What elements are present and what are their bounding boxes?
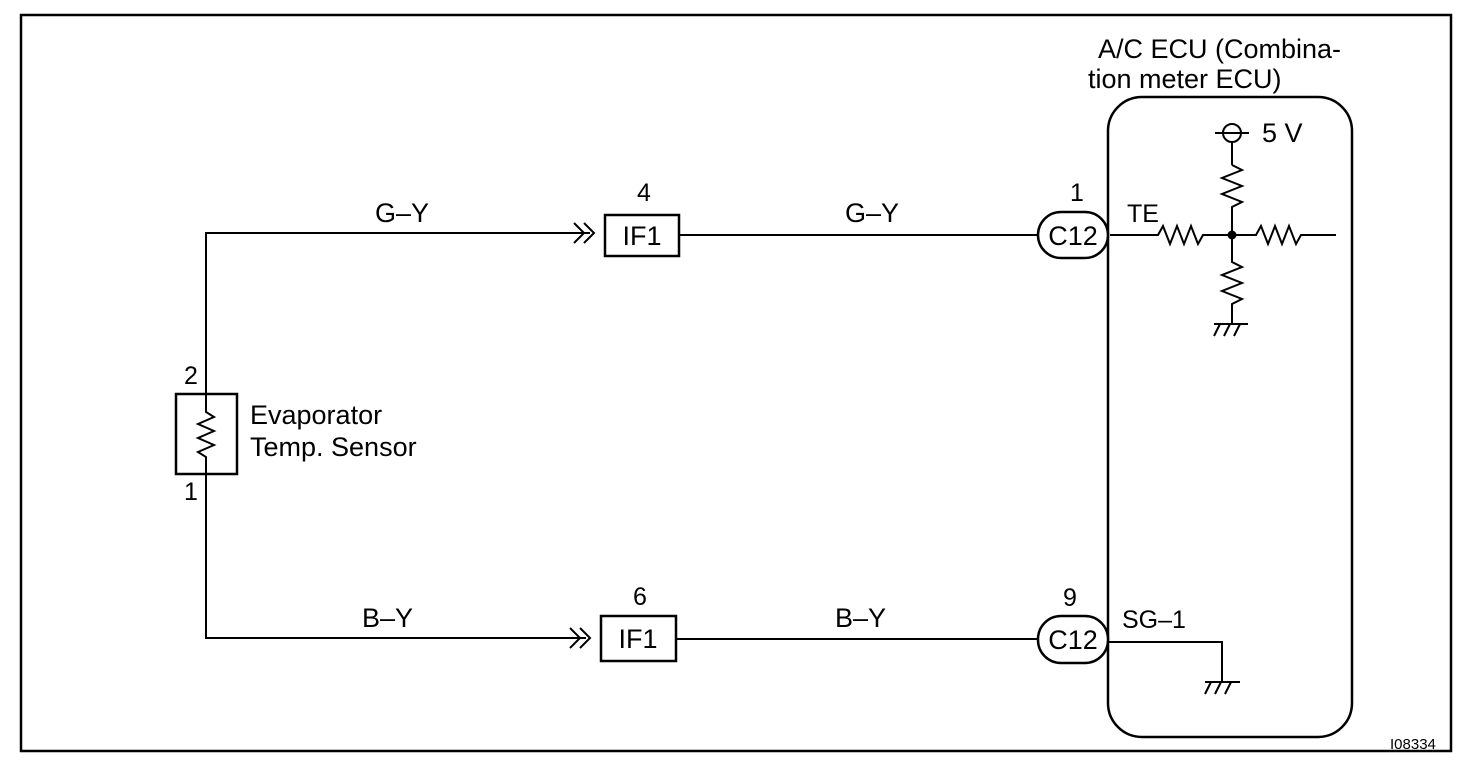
c12-upper-label: C12 [1048, 221, 1098, 251]
sensor-pin-top: 2 [184, 362, 198, 390]
pullup-resistor [1219, 164, 1245, 235]
sensor-resistor [195, 394, 217, 474]
if1-lower-label: IF1 [618, 624, 657, 654]
if1-upper-label: IF1 [622, 221, 661, 251]
wire-upper-left-label: G–Y [375, 198, 429, 228]
wire-upper-right-label: G–Y [845, 198, 899, 228]
c12-upper-pin: 1 [1070, 179, 1084, 207]
pulldown-resistor [1219, 235, 1245, 324]
sensor-label-line1: Evaporator [250, 400, 382, 430]
sensor-label-line2: Temp. Sensor [250, 432, 417, 462]
c12-upper-box [1036, 210, 1110, 260]
sg1-line [1108, 641, 1223, 682]
wire-lower-left-label: B–Y [362, 603, 413, 633]
sensor-pin-bottom: 1 [184, 478, 198, 506]
upper-connector-arrow [573, 222, 596, 244]
if1-upper-box [603, 213, 681, 258]
terminal-te-label: TE [1127, 200, 1159, 228]
if1-lower-box [599, 614, 678, 663]
ecu-title-line1: A/C ECU (Combina- [1098, 34, 1341, 64]
te-line [1110, 223, 1232, 247]
upper-wire-left [205, 232, 590, 394]
diagram-frame [19, 13, 1453, 753]
c12-lower-label: C12 [1048, 625, 1098, 655]
lower-connector-arrow [569, 627, 592, 649]
ecu-box [1106, 95, 1354, 739]
figure-id: I08334 [1390, 736, 1436, 753]
ground-symbol-lower [1204, 681, 1240, 695]
ecu-title-line2: tion meter ECU) [1088, 64, 1282, 94]
if1-upper-pin: 4 [637, 179, 651, 207]
if1-lower-pin: 6 [633, 583, 647, 611]
c12-lower-pin: 9 [1063, 584, 1077, 612]
c12-lower-box [1036, 614, 1110, 665]
ground-symbol-upper [1213, 323, 1248, 337]
output-resistor [1232, 223, 1336, 247]
wire-lower-right-label: B–Y [835, 603, 886, 633]
terminal-sg1-label: SG–1 [1122, 606, 1186, 634]
supply-voltage-label: 5 V [1262, 118, 1303, 148]
lower-wire-left [205, 474, 586, 639]
supply-5v-symbol [1215, 123, 1249, 165]
